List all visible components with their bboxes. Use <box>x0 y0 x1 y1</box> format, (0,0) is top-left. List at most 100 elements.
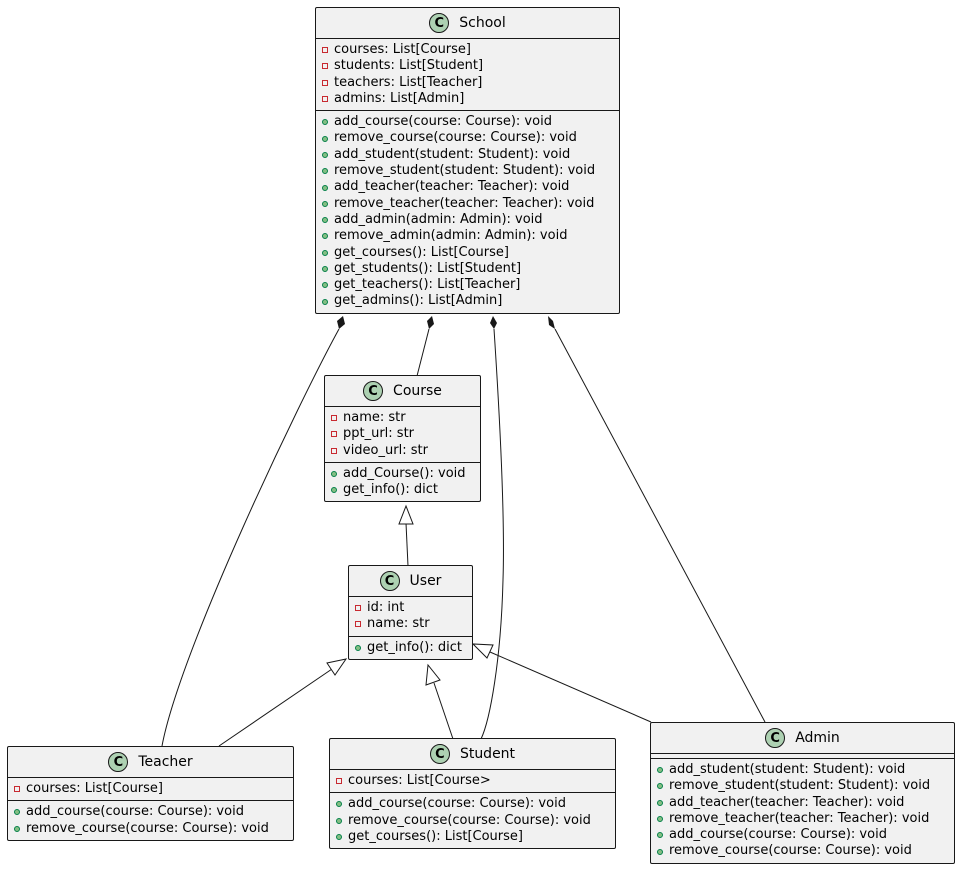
class-student: C Student courses: List[Course> add_cour… <box>329 738 616 850</box>
method-text: add_course(course: Course): void <box>26 804 244 820</box>
public-icon <box>657 767 663 774</box>
method-text: remove_student(student: Student): void <box>669 778 931 794</box>
inheritance-arrow-admin <box>471 643 494 659</box>
composition-diamond-teacher <box>337 316 345 329</box>
class-name: Teacher <box>138 754 193 770</box>
method-text: add_course(course: Course): void <box>334 114 552 130</box>
inheritance-arrow-student <box>425 663 441 686</box>
private-icon <box>355 605 361 612</box>
method-text: remove_course(course: Course): void <box>348 812 591 828</box>
public-icon <box>336 801 342 808</box>
public-icon <box>322 298 328 305</box>
inheritance-student-user <box>433 682 454 740</box>
attribute-row: ppt_url: str <box>331 426 480 442</box>
method-row: add_course(course: Course): void <box>657 827 954 843</box>
method-row: add_course(course: Course): void <box>322 114 619 130</box>
inheritance-admin-user <box>489 651 652 723</box>
method-text: add_student(student: Student): void <box>669 762 906 777</box>
attribute-text: video_url: str <box>343 442 428 458</box>
methods-section: add_Course(): void get_info(): dict <box>325 461 480 502</box>
method-row: add_Course(): void <box>331 466 480 482</box>
attribute-text: name: str <box>367 616 430 632</box>
attribute-text: id: int <box>367 600 405 615</box>
class-icon: C <box>429 744 450 764</box>
public-icon <box>355 644 361 651</box>
method-text: add_admin(admin: Admin): void <box>334 211 543 227</box>
attribute-text: name: str <box>343 410 406 425</box>
attributes-section: courses: List[Course] students: List[Stu… <box>316 39 619 110</box>
class-icon: C <box>429 13 450 33</box>
class-header: C User <box>349 566 472 597</box>
method-text: add_course(course: Course): void <box>669 827 887 843</box>
attribute-row: name: str <box>355 616 472 632</box>
class-user: C User id: int name: str get_info(): dic… <box>348 565 473 660</box>
attribute-text: courses: List[Course] <box>26 781 163 796</box>
class-icon: C <box>108 752 129 772</box>
method-row: get_teachers(): List[Teacher] <box>322 277 619 293</box>
attribute-row: id: int <box>355 600 472 616</box>
attribute-text: students: List[Student] <box>334 58 484 74</box>
method-text: add_Course(): void <box>343 465 466 481</box>
composition-school-teacher <box>161 328 340 747</box>
public-icon <box>336 817 342 824</box>
method-row: add_teacher(teacher: Teacher): void <box>657 795 954 811</box>
method-row: get_admins(): List[Admin] <box>322 293 619 309</box>
public-icon <box>322 266 328 272</box>
inheritance-teacher-user <box>218 668 333 747</box>
public-icon <box>657 799 663 806</box>
private-icon <box>322 96 328 103</box>
private-icon <box>322 47 328 54</box>
class-icon: C <box>379 571 400 591</box>
class-name: School <box>459 15 506 31</box>
public-icon <box>322 119 328 126</box>
composition-school-student <box>480 328 504 740</box>
attribute-row: courses: List[Course] <box>322 42 619 58</box>
attributes-section: name: str ppt_url: str video_url: str <box>325 407 480 462</box>
method-row: remove_student(student: Student): void <box>657 778 954 794</box>
public-icon <box>14 809 20 816</box>
method-row: remove_course(course: Course): void <box>336 813 615 829</box>
private-icon <box>322 79 328 86</box>
public-icon <box>322 135 328 142</box>
class-name: Admin <box>795 730 840 746</box>
attribute-row: video_url: str <box>331 443 480 459</box>
method-text: get_teachers(): List[Teacher] <box>334 277 521 293</box>
class-header: C Student <box>330 739 615 770</box>
class-teacher: C Teacher courses: List[Course] add_cour… <box>7 746 294 841</box>
method-row: remove_course(course: Course): void <box>14 821 293 837</box>
method-row: add_student(student: Student): void <box>657 762 954 778</box>
public-icon <box>322 200 328 207</box>
class-name: User <box>409 573 442 589</box>
attributes-section: courses: List[Course] <box>8 778 293 800</box>
method-text: remove_admin(admin: Admin): void <box>334 228 568 244</box>
method-text: get_info(): dict <box>343 482 438 498</box>
attribute-text: ppt_url: str <box>343 426 415 442</box>
method-text: get_students(): List[Student] <box>334 260 522 276</box>
private-icon <box>331 431 337 438</box>
method-row: remove_teacher(teacher: Teacher): void <box>322 196 619 212</box>
class-icon: C <box>363 381 384 401</box>
private-icon <box>355 621 361 628</box>
class-school: C School courses: List[Course] students:… <box>315 7 620 314</box>
method-row: remove_admin(admin: Admin): void <box>322 228 619 244</box>
method-text: remove_course(course: Course): void <box>26 820 269 836</box>
class-header: C Admin <box>651 723 954 754</box>
private-icon <box>322 63 328 70</box>
method-text: remove_teacher(teacher: Teacher): void <box>334 195 595 211</box>
attribute-text: admins: List[Admin] <box>334 90 465 106</box>
attribute-text: courses: List[Course> <box>348 773 491 788</box>
method-row: remove_teacher(teacher: Teacher): void <box>657 811 954 827</box>
public-icon <box>322 151 328 158</box>
public-icon <box>322 184 328 191</box>
method-row: remove_student(student: Student): void <box>322 163 619 179</box>
methods-section: add_course(course: Course): void remove_… <box>330 792 615 848</box>
public-icon <box>331 487 337 494</box>
inheritance-user-course <box>405 522 409 567</box>
public-icon <box>657 832 663 839</box>
attribute-row: students: List[Student] <box>322 58 619 74</box>
class-header: C School <box>316 8 619 39</box>
composition-diamond-student <box>490 316 497 329</box>
public-icon <box>657 816 663 823</box>
method-text: add_course(course: Course): void <box>348 796 566 812</box>
attribute-text: courses: List[Course] <box>334 42 471 57</box>
